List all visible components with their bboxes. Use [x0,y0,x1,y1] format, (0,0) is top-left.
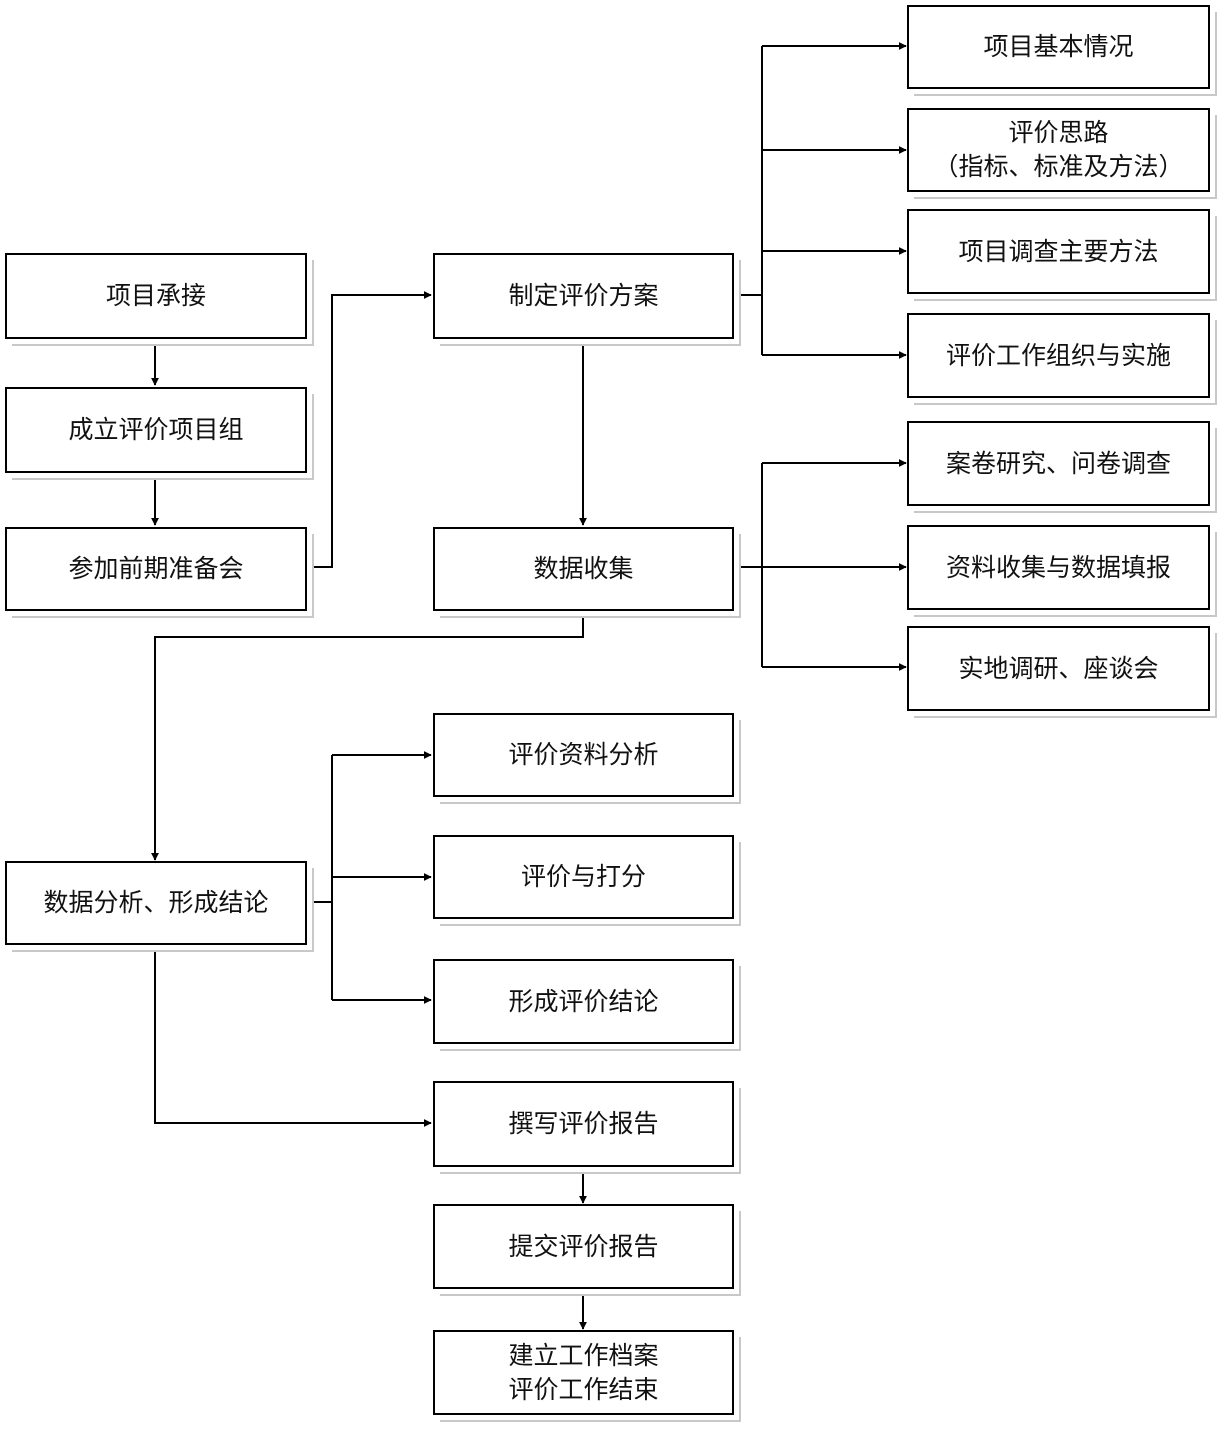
node-pjydf-label: 评价与打分 [520,862,646,891]
node-xmdczyff: 项目调查主要方法 [907,209,1210,294]
node-pjsl: 评价思路 （指标、标准及方法） [907,108,1210,192]
node-pjsl-line2: （指标、标准及方法） [933,152,1184,181]
node-pjsl-line1: 评价思路 [1008,118,1109,147]
node-jlgzda-line1: 建立工作档案 [508,1340,659,1370]
node-sjsj-label: 数据收集 [533,554,634,583]
node-tjpjbg-label: 提交评价报告 [508,1231,659,1261]
node-sjsj: 数据收集 [433,527,734,611]
node-xmdczyff-label: 项目调查主要方法 [958,236,1159,266]
node-sddy: 实地调研、座谈会 [907,626,1210,711]
node-jlgzda: 建立工作档案 评价工作结束 [433,1330,734,1415]
node-zxpjbg-label: 撰写评价报告 [508,1109,659,1138]
connector-zdpjfa-trunk [733,46,763,355]
node-xcpjjl: 形成评价结论 [433,959,734,1044]
node-xmcj: 项目承接 [5,253,307,339]
node-pjydf: 评价与打分 [433,835,734,919]
node-sddy-label: 实地调研、座谈会 [958,653,1159,683]
node-zxpjbg: 撰写评价报告 [433,1081,734,1167]
node-zdpjfa-label: 制定评价方案 [508,281,659,310]
node-pjgzzzyss: 评价工作组织与实施 [907,313,1210,398]
arrow-sjfx-to-zxpjbg [154,945,432,1127]
node-pjzlfx: 评价资料分析 [433,713,734,797]
node-zlsj-label: 资料收集与数据填报 [945,552,1171,582]
arrow-sjsj-to-sjfx [151,610,584,861]
connector-sjfx-trunk [305,755,333,1000]
node-zlsj: 资料收集与数据填报 [907,525,1210,610]
connector-sjsj-trunk [733,463,763,667]
node-tjpjbg: 提交评价报告 [433,1204,734,1289]
node-pjgzzzyss-label: 评价工作组织与实施 [945,340,1171,370]
node-sjfx: 数据分析、形成结论 [5,861,307,945]
node-xcpjjl-label: 形成评价结论 [508,986,659,1016]
node-clpjxmz-label: 成立评价项目组 [68,415,244,444]
node-jlgzda-line2: 评价工作结束 [508,1374,659,1404]
node-xmcj-label: 项目承接 [105,281,206,310]
node-xmjbqk: 项目基本情况 [907,5,1210,89]
node-pjzlfx-label: 评价资料分析 [508,740,659,769]
node-clpjxmz: 成立评价项目组 [5,387,307,473]
arrow-cjqqzbh-to-zdpjfa [305,291,432,568]
node-zdpjfa: 制定评价方案 [433,253,734,339]
node-cjqqzbh-label: 参加前期准备会 [68,554,244,583]
node-xmjbqk-label: 项目基本情况 [983,32,1134,61]
node-ajyj: 案卷研究、问卷调查 [907,421,1210,506]
node-sjfx-label: 数据分析、形成结论 [43,888,269,917]
node-ajyj-label: 案卷研究、问卷调查 [945,448,1171,478]
node-cjqqzbh: 参加前期准备会 [5,527,307,611]
